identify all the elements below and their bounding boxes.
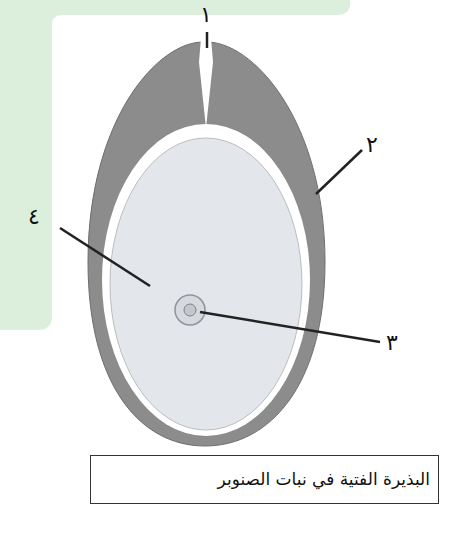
nucleus [184, 304, 196, 316]
callout-number: ٣ [386, 332, 398, 354]
callout-number: ٤ [28, 206, 40, 228]
megaspore-mother-cell [175, 295, 205, 325]
leader-line [60, 228, 150, 286]
leader-line [200, 312, 380, 342]
micropyle [199, 38, 213, 128]
leader-line [206, 32, 209, 48]
inner-layer [102, 124, 310, 436]
leader-line [316, 150, 362, 194]
callout-number: ١ [200, 4, 212, 26]
caption: البذيرة الفتية في نبات الصنوبر [218, 469, 430, 489]
nucellus [110, 138, 302, 430]
callout-number: ٢ [366, 134, 378, 156]
caption-box [91, 456, 439, 504]
